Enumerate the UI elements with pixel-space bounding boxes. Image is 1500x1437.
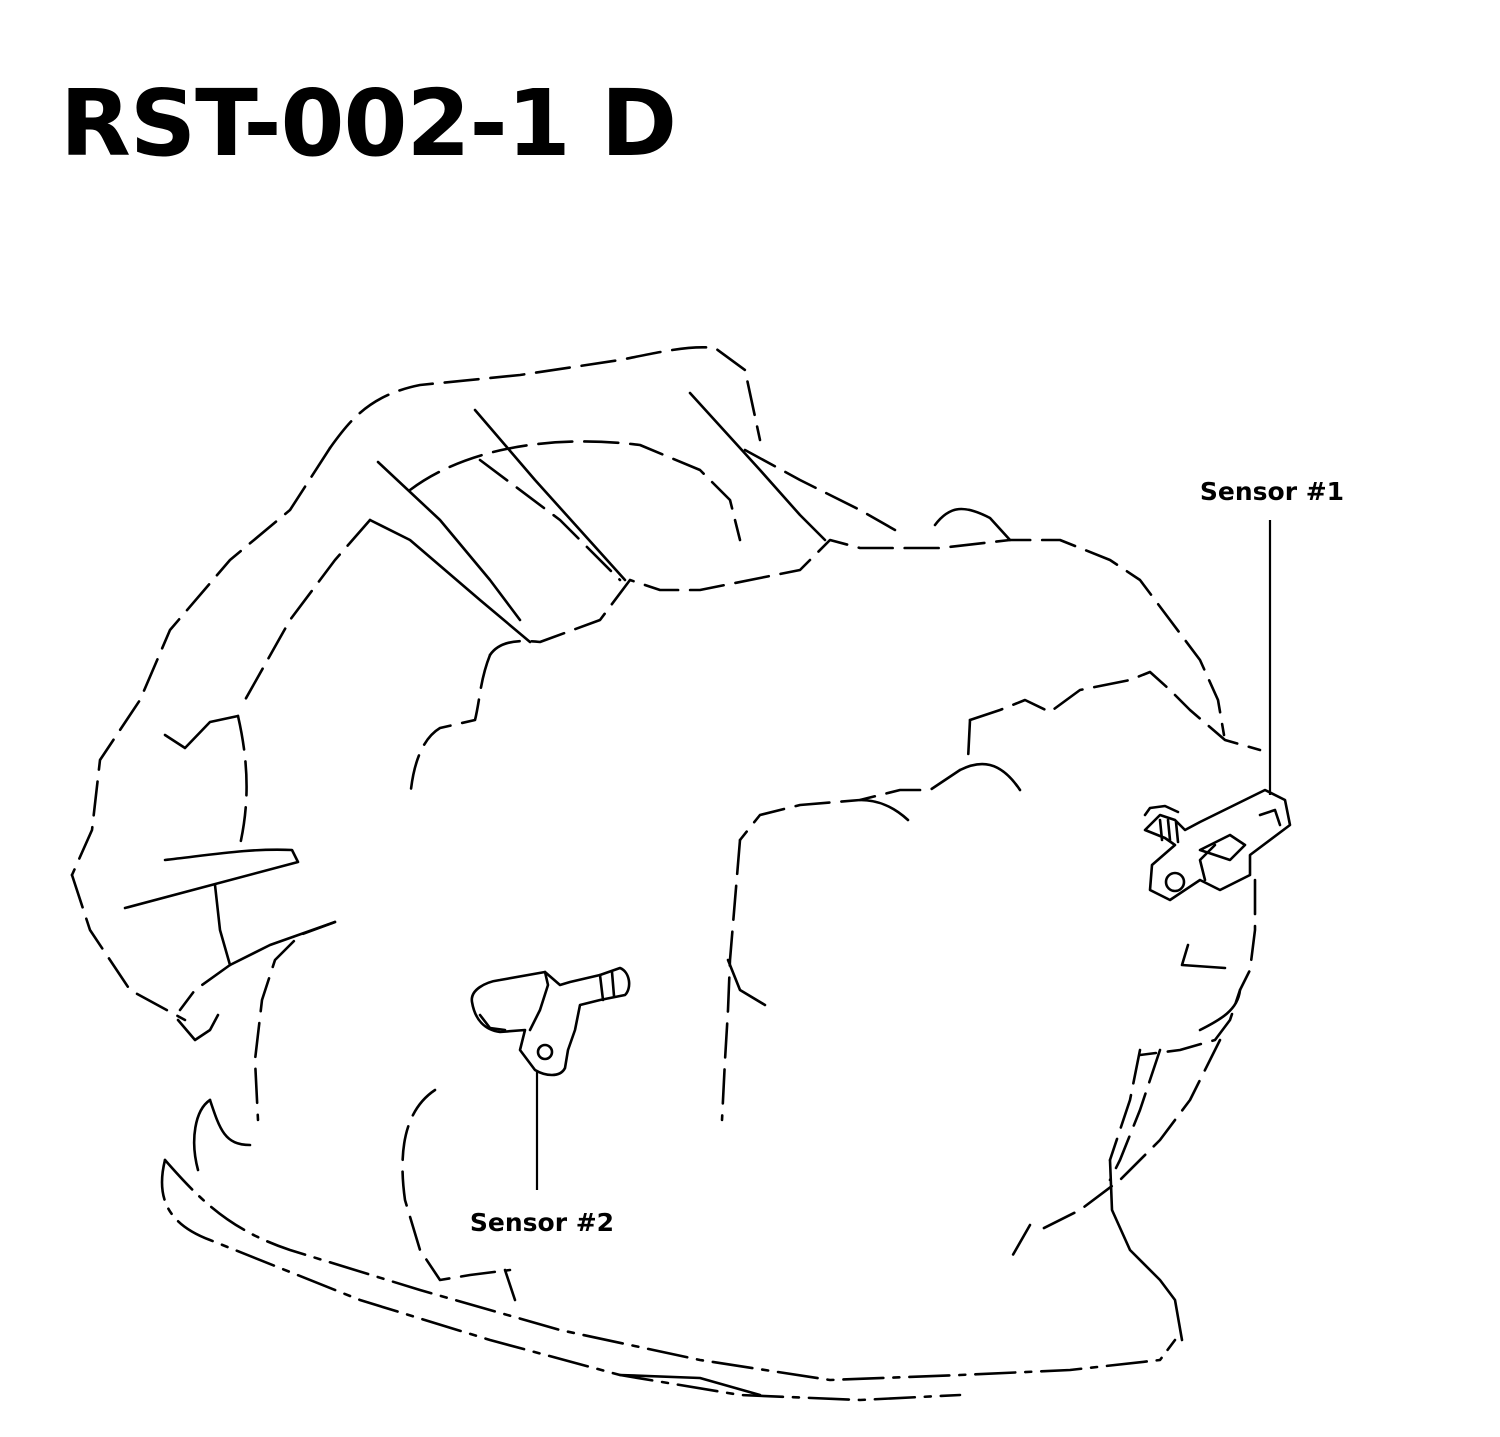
sensor-2-label: Sensor #2 bbox=[470, 1208, 614, 1237]
sensor-1-label: Sensor #1 bbox=[1200, 477, 1344, 506]
part-number-title: RST-002-1 D bbox=[60, 70, 677, 177]
sensor-2-part bbox=[470, 966, 631, 1077]
sensor-1-part bbox=[1143, 788, 1292, 902]
transmission-housing bbox=[70, 346, 1262, 1402]
